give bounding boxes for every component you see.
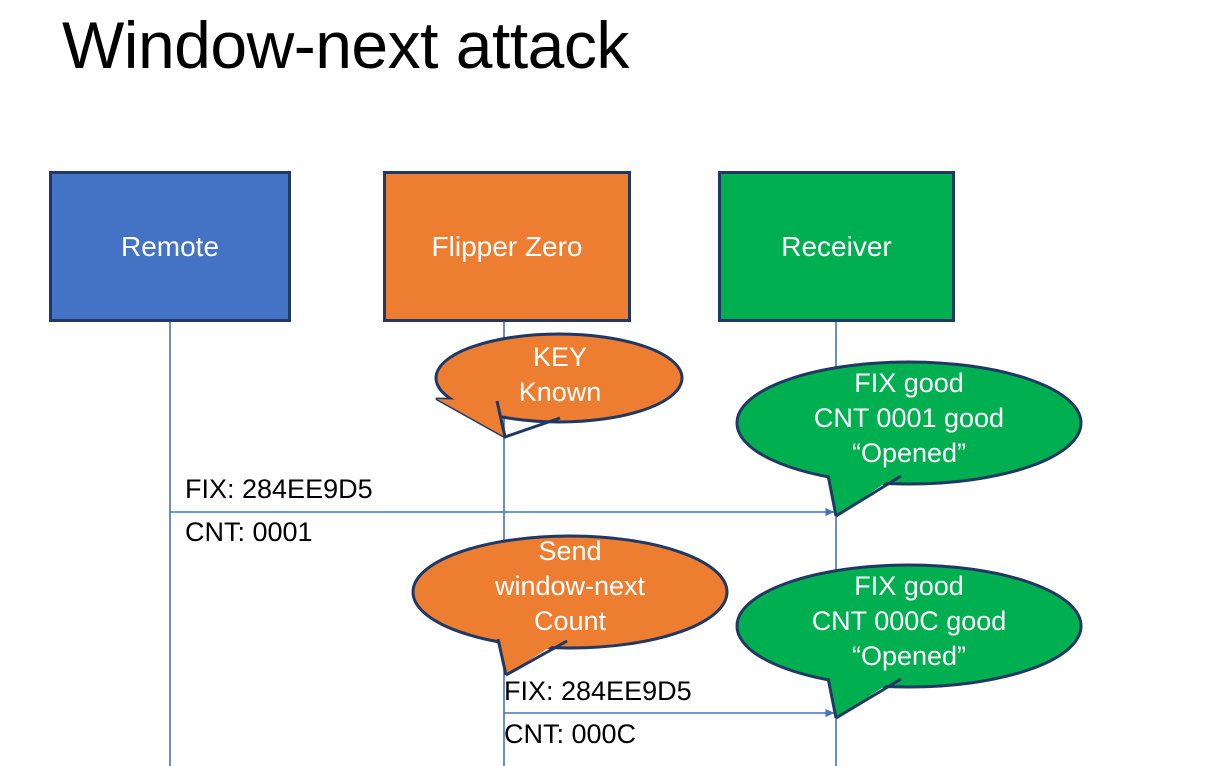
actor-label-flipper-zero: Flipper Zero — [431, 230, 583, 262]
actor-label-receiver: Receiver — [781, 230, 892, 262]
page-title: Window-next attack — [62, 8, 629, 82]
actor-box-flipper-zero[interactable]: Flipper Zero — [383, 171, 631, 322]
callout-receiver-first-verdict — [735, 360, 1083, 518]
message-arrows — [170, 508, 835, 717]
actor-label-remote: Remote — [120, 230, 220, 262]
message-fix-flipper-to-receiver: FIX: 284EE9D5 — [504, 676, 692, 706]
actor-box-receiver[interactable]: Receiver — [718, 171, 955, 322]
message-fix-remote-to-receiver: FIX: 284EE9D5 — [185, 474, 373, 504]
callout-flipper-key-known — [434, 332, 684, 439]
callout-receiver-second-verdict — [735, 563, 1083, 720]
actor-box-remote[interactable]: Remote — [49, 171, 291, 322]
message-cnt-remote-to-receiver: CNT: 0001 — [185, 517, 313, 547]
message-cnt-flipper-to-receiver: CNT: 000C — [504, 719, 637, 749]
callout-flipper-send-window-next — [411, 534, 729, 677]
